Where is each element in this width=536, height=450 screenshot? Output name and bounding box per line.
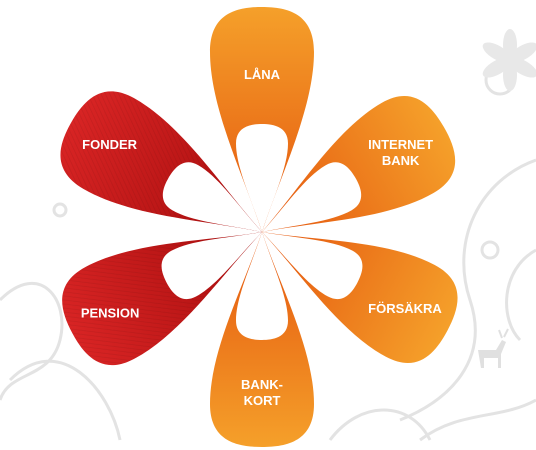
inner-petal-pension (161, 232, 262, 300)
inner-petal-bankkort (236, 232, 288, 340)
inner-petal-internetbank (262, 162, 362, 232)
background-flower-icon (482, 29, 536, 91)
inner-petal-lana (236, 124, 288, 232)
inner-petal-fonder (162, 162, 262, 232)
petal-lana-shape (210, 7, 314, 232)
inner-petal-forsakra (262, 232, 363, 300)
petal-lana-button[interactable] (210, 7, 314, 232)
background-deer-icon (478, 328, 509, 368)
background-ornaments (0, 64, 536, 442)
